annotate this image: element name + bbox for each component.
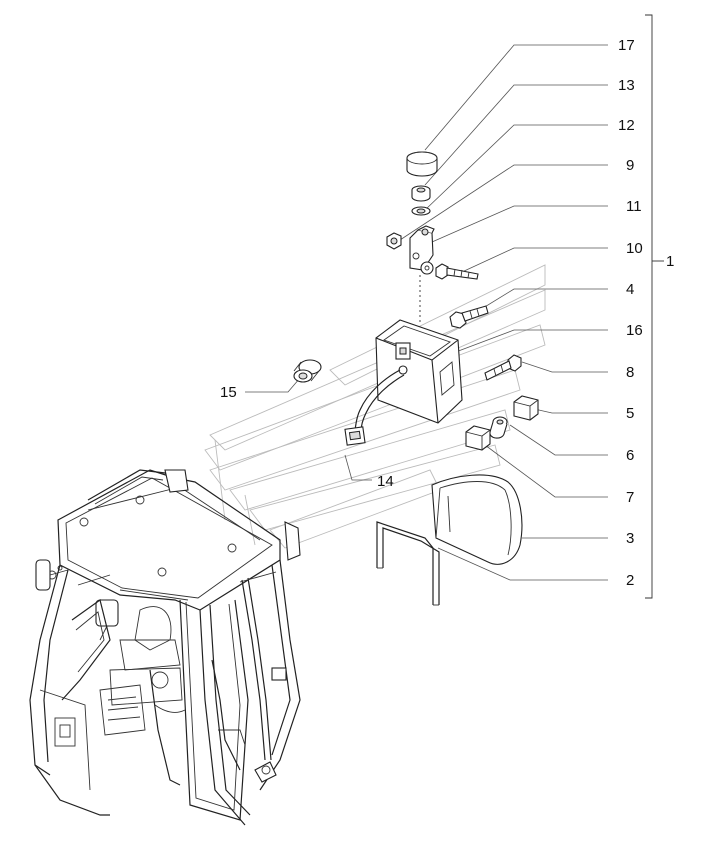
callout-label-12: 12 [618,117,635,134]
part-5-spacer [513,395,539,421]
callout-label-5: 5 [626,405,634,422]
part-14-cable-connector [344,369,405,446]
callout-label-11: 11 [626,198,642,215]
part-16-control-box [375,319,463,424]
part-7-spacer [465,425,491,451]
part-15-grommet [293,359,322,383]
callout-labels: 17 13 12 9 11 10 4 16 8 5 6 7 3 2 15 14 [220,37,643,589]
part-17-cap [406,151,438,177]
callout-label-3: 3 [626,530,634,547]
callout-label-13: 13 [618,77,635,94]
vehicle-cab [29,469,301,826]
assembly-bracket [645,14,664,599]
part-11-bracket [409,225,435,275]
callout-label-17: 17 [618,37,635,54]
callout-label-7: 7 [626,489,634,506]
callout-label-9: 9 [626,157,634,174]
assembly-label: 1 [666,253,674,270]
part-10-bolt [435,263,479,280]
leader-lines [245,44,608,581]
callout-label-16: 16 [626,322,643,339]
part-4-screw [449,305,489,329]
callout-label-15: 15 [220,384,237,401]
callout-label-14: 14 [377,473,394,490]
part-9-nut [386,232,402,250]
part-6-bushing [489,416,508,439]
callout-label-6: 6 [626,447,634,464]
part-8-bolt [484,354,522,381]
callout-label-2: 2 [626,572,634,589]
part-13-nut [411,185,431,202]
part-3-cover [431,474,523,565]
callout-label-4: 4 [626,281,634,298]
part-12-washer [411,206,431,216]
callout-label-8: 8 [626,364,634,381]
callout-label-10: 10 [626,240,643,257]
part-2-u-bracket [376,521,440,606]
